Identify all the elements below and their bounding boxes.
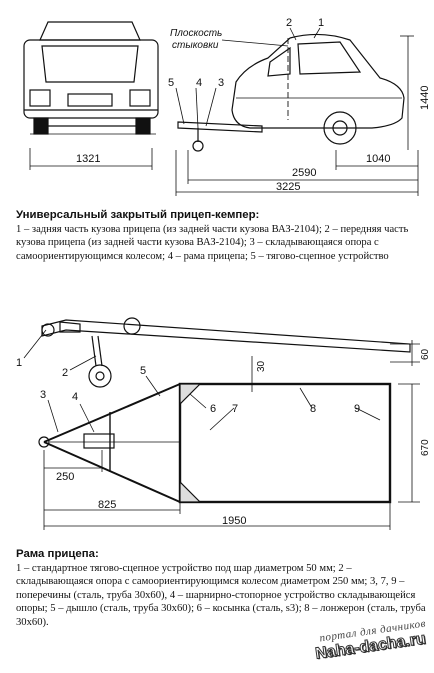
side-view xyxy=(231,33,405,145)
frame-callout-3: 3 xyxy=(40,389,46,401)
caption-camper: Универсальный закрытый прицеп-кемпер: 1 … xyxy=(16,209,426,263)
dim-3225: 3225 xyxy=(276,181,300,193)
dim-1950: 1950 xyxy=(222,515,246,527)
frame-callout-9: 9 xyxy=(354,403,360,415)
frame-plan-view xyxy=(38,382,392,504)
drawbar xyxy=(177,121,263,152)
dim-1040: 1040 xyxy=(366,153,390,165)
callout-1: 1 xyxy=(318,17,324,29)
caption-frame-text: 1 – стандартное тягово-сцепное устройств… xyxy=(16,562,426,628)
dim-825: 825 xyxy=(98,499,116,511)
dim-60: 60 xyxy=(420,348,431,360)
dim-30: 30 xyxy=(256,360,267,372)
plane-label-2: стыковки xyxy=(172,40,219,51)
dim-1440: 1440 xyxy=(419,86,431,110)
dim-2590: 2590 xyxy=(292,167,316,179)
frame-callout-8: 8 xyxy=(310,403,316,415)
frame-callout-2: 2 xyxy=(62,367,68,379)
frame-callout-1: 1 xyxy=(16,357,22,369)
callout-2: 2 xyxy=(286,17,292,29)
frame-callout-7: 7 xyxy=(232,403,238,415)
dim-250: 250 xyxy=(56,471,74,483)
frame-callout-5: 5 xyxy=(140,365,146,377)
frame-callout-6: 6 xyxy=(210,403,216,415)
caption-frame-title: Рама прицепа: xyxy=(16,548,99,560)
caption-camper-text: 1 – задняя часть кузова прицепа (из задн… xyxy=(16,223,409,262)
dim-670: 670 xyxy=(420,439,431,456)
caption-camper-title: Универсальный закрытый прицеп-кемпер: xyxy=(16,209,260,221)
callout-5: 5 xyxy=(168,77,174,89)
camper-drawing: Плоскость стыковки 2 1 5 4 3 1321 1440 1… xyxy=(23,17,431,196)
frame-side-view xyxy=(41,317,411,388)
plane-label: Плоскость xyxy=(170,28,222,39)
callout-4: 4 xyxy=(196,77,202,89)
rear-view xyxy=(23,21,159,135)
caption-frame: Рама прицепа: 1 – стандартное тягово-сце… xyxy=(16,548,426,630)
callout-3: 3 xyxy=(218,77,224,89)
frame-drawing: 1 2 3 4 5 6 7 8 9 60 30 670 250 825 1950 xyxy=(16,317,431,530)
frame-callout-4: 4 xyxy=(72,391,78,403)
dim-1321: 1321 xyxy=(76,153,100,165)
